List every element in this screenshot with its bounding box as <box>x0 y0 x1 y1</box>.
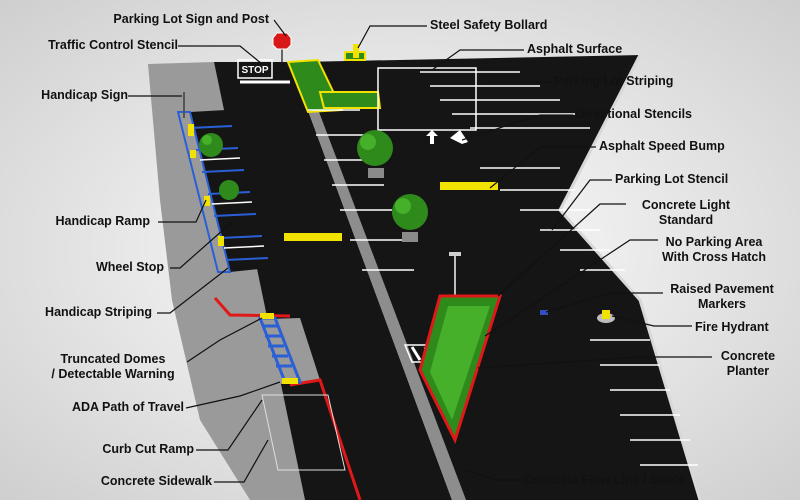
label-traffic-control-stencil: Traffic Control Stencil <box>48 38 178 52</box>
median-striping <box>308 109 414 271</box>
stop-stencil-box <box>237 59 273 79</box>
concrete-planter-inner <box>430 306 490 420</box>
label-wheel-stop: Wheel Stop <box>95 260 164 274</box>
label-concrete-sidewalk: Concrete Sidewalk <box>100 474 212 488</box>
label-raised-pavement-markers: Raised Pavement Markers <box>670 282 774 311</box>
label-concrete-flow-line: Concrete Flow Line / Swale <box>524 473 686 487</box>
stop-stencil: STOP <box>241 65 268 76</box>
tree-4 <box>219 180 239 200</box>
directional-arrow-2 <box>450 130 468 144</box>
stop-sign <box>272 32 292 50</box>
concrete-sidewalk <box>148 62 305 500</box>
label-fire-hydrant: Fire Hydrant <box>695 320 769 334</box>
speed-bump-drive <box>284 233 342 241</box>
label-handicap-sign: Handicap Sign <box>41 88 128 102</box>
right-curb <box>558 54 702 500</box>
label-asphalt-surface: Asphalt Surface <box>527 42 623 56</box>
parking-striping <box>377 67 698 466</box>
label-directional-stencils: Directional Stencils <box>576 107 693 121</box>
label-asphalt-speed-bump: Asphalt Speed Bump <box>599 139 725 153</box>
label-parking-lot-striping: Parking Lot Striping <box>554 74 674 88</box>
asphalt-surface <box>300 55 700 500</box>
label-curb-cut-ramp: Curb Cut Ramp <box>102 442 194 456</box>
tree-3 <box>199 133 223 157</box>
drive-aisle <box>214 62 452 500</box>
concrete-flow-line-strip <box>290 62 466 500</box>
bollard <box>353 44 359 58</box>
label-handicap-striping: Handicap Striping <box>45 305 152 319</box>
ada-path <box>257 313 303 384</box>
leader-lines <box>128 19 712 483</box>
tree-1 <box>357 130 393 178</box>
label-steel-safety-bollard: Steel Safety Bollard <box>430 18 548 32</box>
label-concrete-planter: Concrete Planter <box>720 349 776 378</box>
label-parking-lot-stencil: Parking Lot Stencil <box>615 172 729 186</box>
tree-2 <box>392 194 428 242</box>
label-ada-path-of-travel: ADA Path of Travel <box>71 400 184 414</box>
fire-hydrant-shape <box>602 310 610 319</box>
speed-bump-lot <box>440 182 498 190</box>
label-truncated-domes: Truncated Domes / Detectable Warning <box>51 352 175 381</box>
light-head <box>449 252 461 256</box>
label-handicap-ramp: Handicap Ramp <box>55 214 150 228</box>
label-concrete-light-standard: Concrete Light Standard <box>641 198 731 227</box>
sidewalk-panel <box>261 394 346 471</box>
directional-arrow <box>426 130 438 144</box>
label-no-parking-area: No Parking Area With Cross Hatch <box>661 235 767 264</box>
curb-cut-area <box>235 318 320 385</box>
pavement-marker <box>540 310 548 315</box>
label-parking-lot-sign-and-post: Parking Lot Sign and Post <box>113 12 269 26</box>
